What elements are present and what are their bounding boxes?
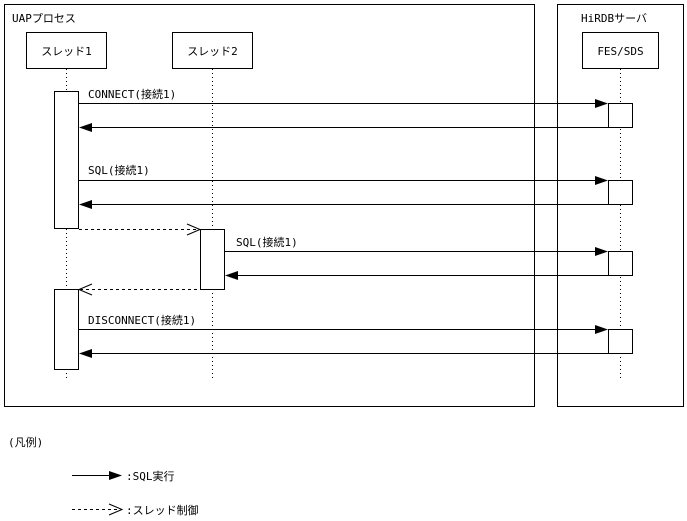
disconnect-label: DISCONNECT(接続1) [88,313,196,327]
legend-control-arrowhead [108,503,124,516]
thread1-box [26,32,107,69]
thread2-box [172,32,253,69]
thread1-activation-2 [54,289,79,370]
sql-thread2-return-arrowhead [225,271,238,280]
uap-process-frame [4,4,535,407]
thread-control-arrowhead-2 [77,283,93,296]
sql-thread1-label: SQL(接続1) [88,163,150,177]
legend-title: (凡例) [8,435,43,449]
thread1-activation-1 [54,91,79,229]
fes-sds-label: FES/SDS [597,45,643,58]
connect-return-arrowhead [79,123,92,132]
server-activation-4 [608,329,633,354]
disconnect-return-arrowhead [79,349,92,358]
hirdb-server-frame [557,4,684,407]
sql-thread1-return-arrowhead [79,200,92,209]
legend-control-label: :スレッド制御 [126,503,199,517]
thread1-label: スレッド1 [41,45,92,58]
sql-thread1-arrowhead [595,176,608,185]
legend-sql-arrowhead [109,471,122,480]
thread2-label: スレッド2 [187,45,238,58]
thread2-activation [200,229,225,290]
thread-control-arrowhead-1 [186,223,202,236]
server-activation-3 [608,251,633,276]
connect-label: CONNECT(接続1) [88,87,176,101]
server-activation-1 [608,103,633,128]
legend-sql-label: :SQL実行 [126,469,175,483]
disconnect-arrowhead [595,325,608,334]
sql-thread2-arrowhead [595,247,608,256]
sql-thread2-label: SQL(接続1) [236,235,298,249]
hirdb-server-title: HiRDBサーバ [581,12,647,25]
uap-process-title: UAPプロセス [12,12,76,25]
fes-sds-box [582,32,659,69]
server-activation-2 [608,180,633,205]
connect-arrowhead [595,99,608,108]
